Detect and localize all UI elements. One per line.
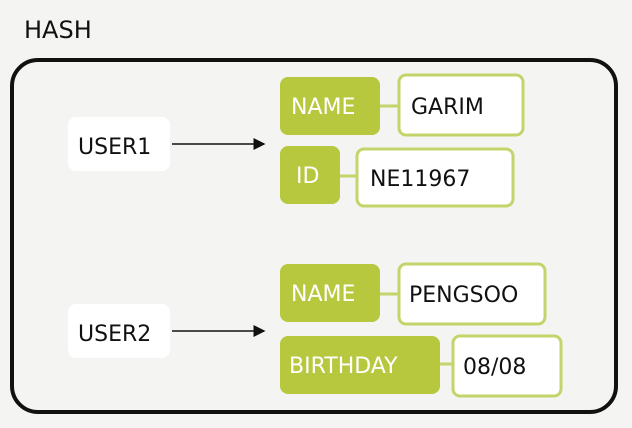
user2-label: USER2 bbox=[78, 322, 151, 347]
user2-name-key-box bbox=[280, 264, 380, 322]
user1-name-key: NAME bbox=[291, 95, 355, 120]
user1-box bbox=[68, 117, 170, 171]
user1-id-value-box bbox=[355, 147, 515, 208]
user2-box bbox=[68, 304, 170, 358]
user1-name-value: GARIM bbox=[411, 95, 484, 120]
user2-name-value-box bbox=[397, 262, 547, 326]
user2-birthday-value: 08/08 bbox=[463, 355, 526, 380]
user1-name-value-box bbox=[397, 73, 525, 137]
user1-id-value: NE11967 bbox=[370, 167, 470, 192]
user2-name-value: PENGSOO bbox=[409, 283, 518, 308]
hash-title: HASH bbox=[24, 16, 92, 44]
user2-birthday-key-box bbox=[280, 336, 440, 394]
hash-container bbox=[10, 58, 618, 414]
user1-id-key-box bbox=[280, 146, 340, 204]
user1-id-key: ID bbox=[296, 164, 319, 189]
user1-name-key-box bbox=[280, 77, 380, 135]
user2-name-key: NAME bbox=[291, 282, 355, 307]
user1-label: USER1 bbox=[78, 135, 151, 160]
user2-birthday-key: BIRTHDAY bbox=[289, 354, 398, 379]
user2-birthday-value-box bbox=[451, 334, 563, 398]
